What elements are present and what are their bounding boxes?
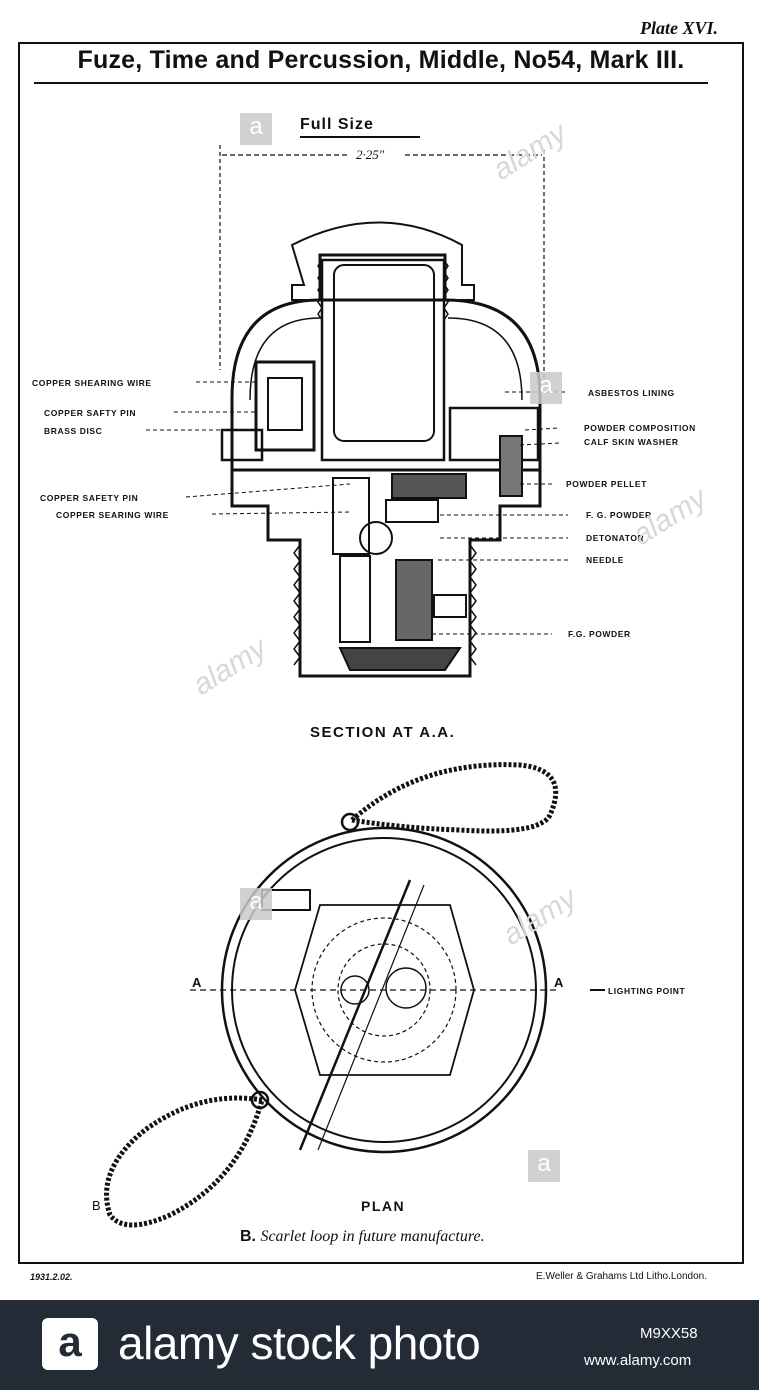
stock-url: www.alamy.com — [584, 1352, 692, 1369]
loop-note-letter: B. — [240, 1228, 256, 1245]
label-copper-safty-pin: COPPER SAFTY PIN — [44, 408, 137, 418]
label-copper-shearing-wire: COPPER SHEARING WIRE — [32, 378, 152, 388]
drawing-reference: 1931.2.02. — [30, 1272, 73, 1282]
section-caption: SECTION AT A.A. — [310, 724, 456, 741]
label-fg-powder-2: F.G. POWDER — [568, 629, 631, 639]
loop-note: B. Scarlet loop in future manufacture. — [240, 1228, 485, 1246]
dimension-label: 2·25" — [356, 147, 385, 162]
label-fg-powder-1: F. G. POWDER — [586, 510, 652, 520]
watermark-a-icon: a — [240, 113, 272, 145]
plan-b-marker: B — [92, 1198, 101, 1213]
label-copper-searing-wire: COPPER SEARING WIRE — [56, 510, 169, 520]
printer-credit: E.Weller & Grahams Ltd Litho.London. — [536, 1271, 708, 1282]
scale-label: Full Size — [300, 116, 374, 133]
plan-point-a-right: A — [554, 975, 564, 990]
label-asbestos-lining: ASBESTOS LINING — [588, 388, 675, 398]
label-copper-safety-pin: COPPER SAFETY PIN — [40, 493, 139, 503]
fuze-drawing — [104, 145, 605, 1228]
stock-image-id: M9XX58 — [640, 1325, 698, 1342]
label-powder-pellet: POWDER PELLET — [566, 479, 647, 489]
watermark-a-icon: a — [528, 1150, 560, 1182]
label-lighting-point: LIGHTING POINT — [608, 986, 686, 996]
label-detonator: DETONATOR — [586, 533, 645, 543]
watermark-a-icon: a — [530, 372, 562, 404]
label-powder-composition: POWDER COMPOSITION — [584, 423, 696, 433]
stock-brand: alamy stock photo — [118, 1317, 481, 1369]
drawing-frame — [18, 42, 744, 1264]
title-underline — [34, 82, 708, 84]
plan-caption: PLAN — [361, 1198, 406, 1214]
loop-note-text: Scarlet loop in future manufacture. — [260, 1228, 485, 1245]
scale-underline — [300, 136, 420, 138]
stock-watermark-bar — [0, 1300, 759, 1390]
plate-number: Plate XVI. — [640, 18, 719, 38]
plan-point-a-left: A — [192, 975, 202, 990]
page-title: Fuze, Time and Percussion, Middle, No54,… — [77, 46, 685, 74]
label-calf-skin-washer: CALF SKIN WASHER — [584, 437, 679, 447]
label-needle: NEEDLE — [586, 555, 625, 565]
alamy-logo-icon: a — [42, 1318, 98, 1370]
watermark-a-icon: a — [240, 888, 272, 920]
label-brass-disc: BRASS DISC — [44, 426, 103, 436]
